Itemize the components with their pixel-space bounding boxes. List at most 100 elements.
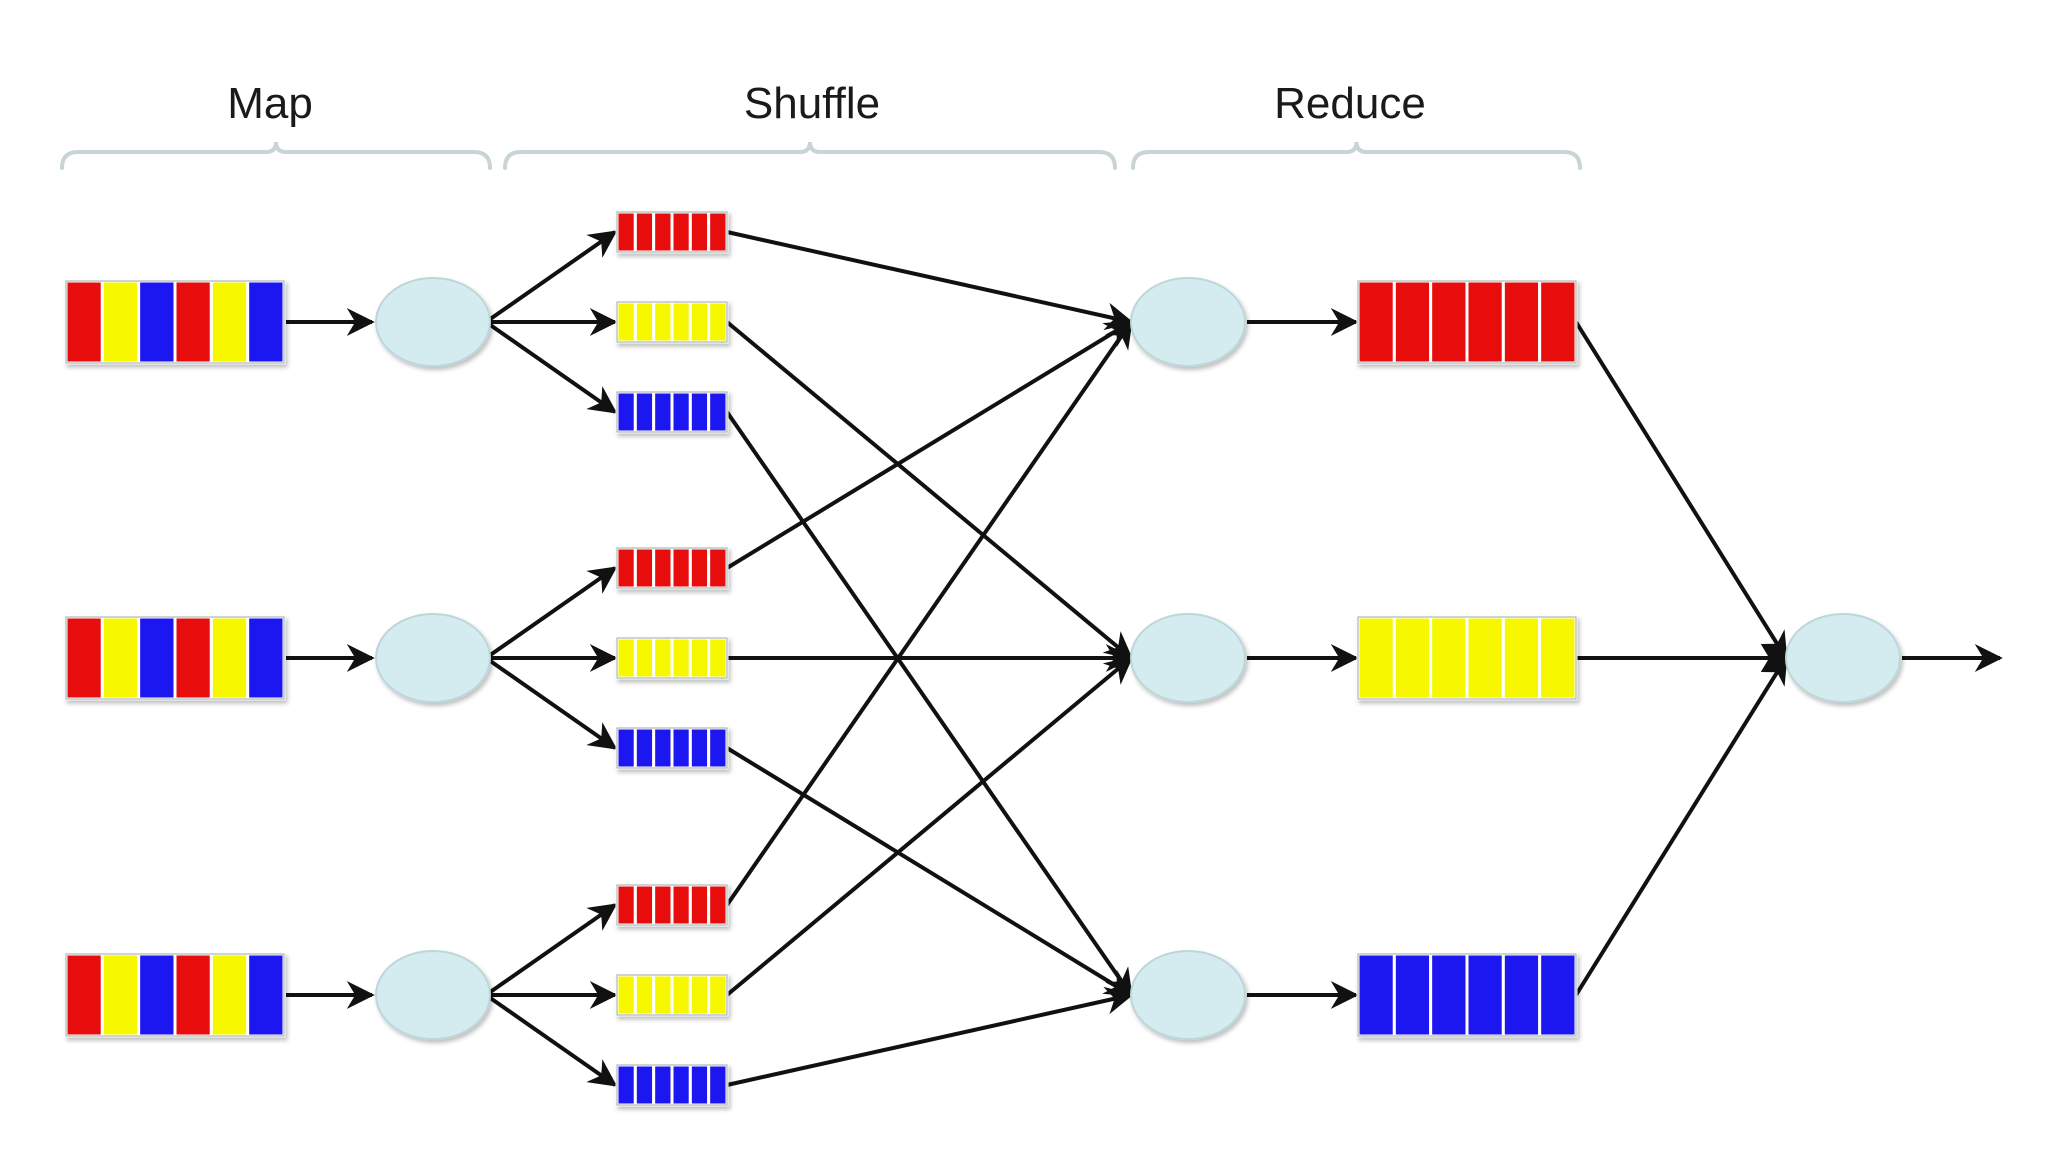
reduce-output-block-segment [1392, 279, 1433, 365]
map-input-block-segment [100, 615, 141, 701]
reduce-output-block-segment [1429, 615, 1469, 701]
map-input-block-segment [64, 615, 104, 701]
partition-block-segment [688, 300, 711, 344]
shuffle-brace [503, 141, 1117, 170]
shuffle-arrow [725, 319, 1133, 907]
partition-block-segment [633, 636, 656, 680]
reduce-output-block-outline [1357, 280, 1577, 364]
mapper-node [375, 277, 491, 367]
partition-block-segment [615, 546, 637, 590]
shuffle-arrow [725, 746, 1134, 997]
map-input-block-segment [137, 952, 177, 1038]
map-input-block-outline [65, 280, 285, 364]
partition-block-segment [633, 726, 656, 770]
partition-block-outline [616, 727, 728, 769]
map-phase-label: Map [227, 79, 313, 128]
map-input-block-segment [209, 615, 250, 701]
partition-block [615, 973, 729, 1017]
partition-block [615, 726, 729, 770]
partition-block-segment [615, 883, 637, 927]
partition-block-segment [615, 390, 637, 434]
map-input-block [64, 279, 286, 365]
partition-block-segment [633, 973, 656, 1017]
partition-block-segment [633, 300, 656, 344]
partition-block-segment [688, 726, 711, 770]
partition-block-outline [616, 391, 728, 433]
phase-braces [60, 141, 1582, 170]
reduce-output-block-segment [1356, 615, 1396, 701]
output-to-final-arrow [1574, 655, 1788, 997]
partition-block-segment [707, 883, 729, 927]
reduce-output-block-segment [1501, 615, 1542, 701]
partition-block-segment [670, 210, 692, 254]
reduce-output-block [1356, 279, 1578, 365]
partition-block-segment [670, 1063, 692, 1107]
partition-block-segment [670, 300, 692, 344]
partition-block-segment [652, 390, 674, 434]
partition-block-segment [688, 210, 711, 254]
blocks-layer [64, 210, 1578, 1107]
shuffle-arrow [725, 320, 1134, 570]
partition-block [615, 390, 729, 434]
reduce-output-block-outline [1357, 953, 1577, 1037]
partition-block [615, 636, 729, 680]
map-input-block-segment [246, 615, 286, 701]
reduce-output-block-segment [1392, 615, 1433, 701]
map-input-block-segment [209, 279, 250, 365]
map-input-block-segment [137, 615, 177, 701]
reduce-output-block [1356, 615, 1578, 701]
map-input-block-segment [64, 952, 104, 1038]
partition-block-segment [688, 973, 711, 1017]
partition-block-segment [652, 300, 674, 344]
partition-block [615, 1063, 729, 1107]
final-node [1785, 613, 1901, 703]
mapper-node [375, 613, 491, 703]
partition-block-segment [707, 300, 729, 344]
partition-block-segment [670, 883, 692, 927]
map-brace [60, 141, 492, 170]
map-input-block-segment [173, 952, 213, 1038]
map-input-block-segment [137, 279, 177, 365]
map-input-block-segment [100, 279, 141, 365]
partition-block-segment [633, 210, 656, 254]
reduce-output-block-segment [1356, 279, 1396, 365]
partition-block-segment [615, 1063, 637, 1107]
partition-block [615, 300, 729, 344]
shuffle-arrow [726, 986, 1134, 1087]
reduce-output-block-segment [1465, 952, 1505, 1038]
mapper-to-partition-arrow [484, 566, 618, 660]
partition-block-segment [707, 636, 729, 680]
edges-layer [286, 230, 2003, 1087]
shuffle-arrow [725, 656, 1134, 997]
partition-block-segment [615, 300, 637, 344]
reduce-output-block-segment [1429, 952, 1469, 1038]
partition-block-segment [652, 726, 674, 770]
partition-block-segment [688, 1063, 711, 1107]
partition-block-outline [616, 974, 728, 1016]
partition-block-segment [707, 726, 729, 770]
partition-block-segment [670, 973, 692, 1017]
partition-block-outline [616, 211, 728, 253]
partition-block-segment [652, 546, 674, 590]
nodes-layer [375, 277, 1901, 1040]
partition-block [615, 546, 729, 590]
map-input-block-segment [100, 952, 141, 1038]
reducer-node [1130, 950, 1246, 1040]
reduce-phase-label: Reduce [1274, 79, 1426, 128]
map-input-block-segment [246, 952, 286, 1038]
reduce-brace [1131, 141, 1582, 170]
partition-block-segment [670, 636, 692, 680]
mapper-node [375, 950, 491, 1040]
reduce-output-block-segment [1538, 952, 1578, 1038]
reduce-output-block-outline [1357, 616, 1577, 700]
partition-block-segment [707, 210, 729, 254]
map-input-block-segment [173, 279, 213, 365]
partition-block-segment [633, 883, 656, 927]
shuffle-arrow [725, 320, 1134, 660]
partition-block-segment [707, 973, 729, 1017]
map-input-block [64, 952, 286, 1038]
partition-block [615, 210, 729, 254]
shuffle-phase-label: Shuffle [744, 79, 880, 128]
reduce-output-block [1356, 952, 1578, 1038]
